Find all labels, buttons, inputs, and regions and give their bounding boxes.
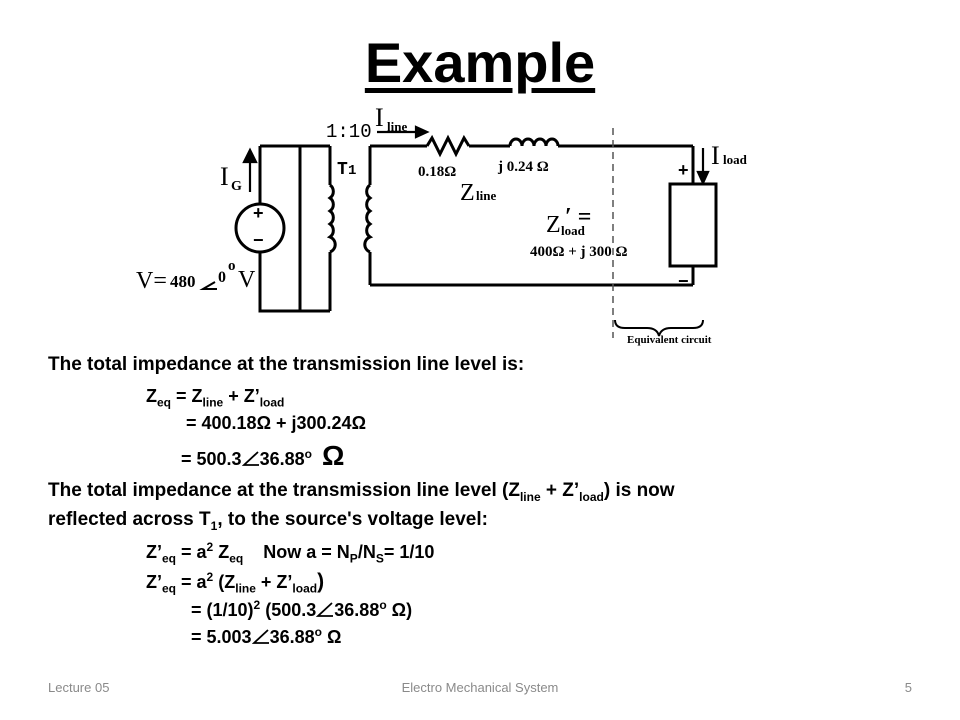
text-line-2: Zeq = Zline + Z’load <box>146 386 285 410</box>
v-unit: V <box>238 267 256 293</box>
load-plus: + <box>678 160 689 180</box>
inductor-symbol <box>508 137 560 147</box>
zload-sub: load <box>561 223 586 238</box>
load-minus: − <box>678 271 689 291</box>
turns-ratio: 1:10 <box>326 121 372 143</box>
zload-prime-eq: ′ = <box>565 204 591 230</box>
text-line-6: reflected across T1, to the source's vol… <box>48 509 488 533</box>
text-line-8: Z’eq = a2 (Zline + Z’load) <box>146 570 325 596</box>
footer-course: Electro Mechanical System <box>401 680 559 695</box>
source-minus: − <box>253 230 264 250</box>
resistor-symbol <box>425 134 471 158</box>
circuit-diagram: 1:10 I line I load I G T 1 0.18Ω j 0.24 … <box>136 103 748 346</box>
secondary-coil <box>363 183 374 254</box>
v-angle: 0 <box>218 269 226 286</box>
source-plus: + <box>253 203 264 223</box>
v-value: 480 <box>170 272 196 291</box>
v-label: V= <box>136 268 167 294</box>
voltage-source <box>234 202 286 254</box>
zline-sub: line <box>476 188 496 203</box>
text-line-7: Z’eq = a2 Zeq Now a = NP/NS= 1/10 <box>146 540 435 566</box>
footer-page-number: 5 <box>904 680 912 695</box>
t1-sub: 1 <box>348 163 356 179</box>
text-line-1: The total impedance at the transmission … <box>48 354 525 375</box>
reactance-label: j 0.24 Ω <box>497 159 549 175</box>
equiv-brace <box>614 319 704 337</box>
ig-sub: G <box>231 179 242 194</box>
angle-icon <box>241 451 259 466</box>
primary-coil <box>326 183 337 254</box>
text-line-3: = 400.18Ω + j300.24Ω <box>186 413 366 433</box>
text-line-5: The total impedance at the transmission … <box>48 480 675 504</box>
v-angle-symbol <box>199 281 217 290</box>
load-box <box>668 182 718 268</box>
iload-sub: load <box>723 152 748 167</box>
resistance-label: 0.18Ω <box>418 164 456 180</box>
equiv-label: Equivalent circuit <box>627 334 712 346</box>
iline-sub: line <box>387 119 407 134</box>
iline-label: I <box>375 103 384 132</box>
footer-lecture: Lecture 05 <box>48 680 110 695</box>
slide-title: Example <box>364 31 596 94</box>
zload-label: Z <box>546 212 561 238</box>
angle-icon <box>315 602 334 617</box>
t1-label: T <box>337 160 348 180</box>
ig-label: I <box>220 162 229 191</box>
v-degree: o <box>228 258 236 274</box>
angle-icon <box>251 629 269 644</box>
zline-label: Z <box>460 180 475 206</box>
iload-label: I <box>711 141 720 170</box>
zload-value: 400Ω + j 300 Ω <box>530 244 628 260</box>
